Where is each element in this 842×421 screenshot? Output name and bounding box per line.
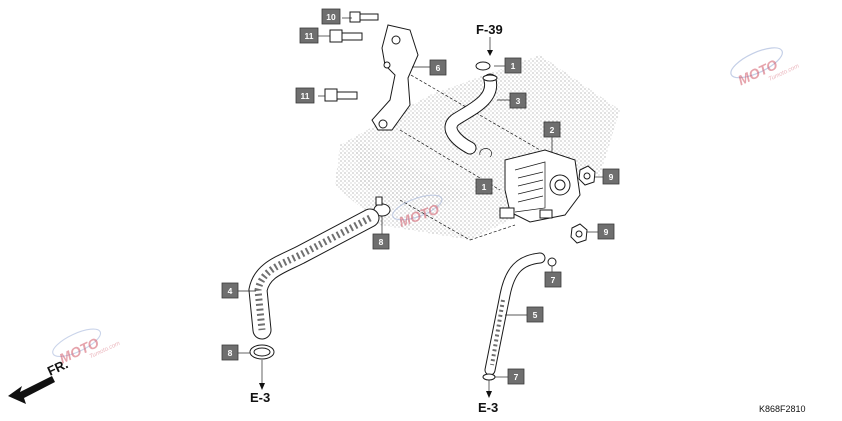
- callout-8-upper: 8: [372, 233, 390, 250]
- f39-arrow: [487, 37, 493, 56]
- ref-f39: F-39: [476, 22, 503, 37]
- callout-10: 10: [321, 8, 341, 25]
- callout-7-lower: 7: [507, 368, 525, 385]
- ref-e3-right: E-3: [478, 400, 498, 415]
- callout-11-lower: 11: [295, 87, 315, 104]
- svg-text:9: 9: [604, 227, 609, 237]
- bolt-10: [349, 11, 379, 23]
- bracket-6: [371, 24, 419, 131]
- svg-text:8: 8: [379, 237, 384, 247]
- callout-4: 4: [221, 282, 239, 299]
- callout-1-upper: 1: [504, 57, 522, 74]
- svg-text:6: 6: [436, 63, 441, 73]
- nut-9-upper: [578, 165, 596, 186]
- clamp-8-lower: [249, 344, 275, 360]
- svg-text:11: 11: [305, 31, 314, 41]
- svg-text:1: 1: [511, 61, 516, 71]
- callout-2: 2: [543, 121, 561, 138]
- fuel-pump-2: [499, 149, 581, 223]
- clip-7-upper: [547, 257, 557, 267]
- bolt-11-lower: [324, 88, 358, 102]
- hose-4: [248, 208, 380, 340]
- svg-text:MOTO: MOTO: [735, 56, 780, 88]
- callout-11-upper: 11: [299, 27, 319, 44]
- svg-text:4: 4: [228, 286, 233, 296]
- svg-text:7: 7: [551, 275, 556, 285]
- clip-1-lower: [479, 148, 493, 158]
- diagram-code: K868F2810: [759, 404, 806, 414]
- hose-3: [444, 73, 498, 155]
- e3-arrow-left: [259, 360, 265, 390]
- svg-text:11: 11: [301, 91, 310, 101]
- nut-9-lower: [570, 223, 588, 244]
- svg-text:8: 8: [228, 348, 233, 358]
- hose-5: [484, 252, 546, 376]
- callout-6: 6: [429, 59, 447, 76]
- callout-9-lower: 9: [597, 223, 615, 240]
- svg-text:1: 1: [482, 182, 487, 192]
- callout-1-lower: 1: [475, 178, 493, 195]
- callout-leaders: [238, 17, 603, 378]
- svg-text:9: 9: [609, 172, 614, 182]
- svg-text:3: 3: [516, 96, 521, 106]
- bolt-11-upper: [329, 29, 363, 43]
- svg-text:5: 5: [533, 310, 538, 320]
- callout-9-upper: 9: [602, 168, 620, 185]
- watermark-logo-right: MOTO Tumoto.com: [730, 47, 800, 88]
- callout-5: 5: [526, 306, 544, 323]
- clip-7-lower: [482, 373, 496, 381]
- clip-1-upper: [475, 61, 491, 71]
- svg-text:7: 7: [514, 372, 519, 382]
- svg-text:10: 10: [326, 12, 336, 22]
- callout-7-upper: 7: [544, 271, 562, 288]
- e3-arrow-right: [486, 380, 492, 398]
- callout-8-lower: 8: [221, 344, 239, 361]
- ref-e3-left: E-3: [250, 390, 270, 405]
- svg-text:2: 2: [550, 125, 555, 135]
- callout-3: 3: [509, 92, 527, 109]
